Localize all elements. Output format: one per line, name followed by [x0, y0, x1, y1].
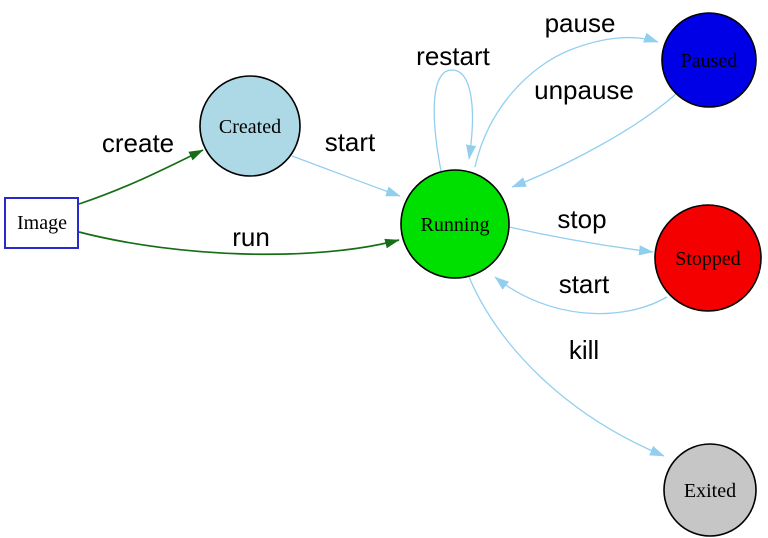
- node-paused: Paused: [661, 12, 757, 108]
- stopped-label: Stopped: [675, 248, 741, 270]
- edge-unpause: [511, 93, 677, 188]
- edge-pause: [474, 32, 659, 168]
- edge-restart-self-loop: [433, 69, 477, 172]
- edge-label-run: run: [232, 222, 270, 252]
- running-circle: [400, 169, 510, 279]
- image-label: Image: [17, 212, 67, 234]
- edge-kill: [468, 276, 665, 457]
- edge-label-start-bottom: start: [559, 269, 610, 299]
- edge-label-create: create: [102, 128, 174, 158]
- edge-label-restart: restart: [416, 41, 490, 71]
- edge-label-stop: stop: [557, 204, 606, 234]
- stopped-circle: [654, 204, 762, 312]
- edge-stop: [508, 226, 654, 256]
- running-label: Running: [421, 214, 490, 236]
- edge-label-kill: kill: [569, 335, 599, 365]
- paused-circle: [661, 12, 757, 108]
- exited-circle: [663, 443, 757, 537]
- node-exited: Exited: [663, 443, 757, 537]
- edge-label-start-top: start: [325, 127, 376, 157]
- created-circle: [199, 75, 301, 177]
- node-stopped: Stopped: [654, 204, 762, 312]
- image-box: [4, 197, 79, 249]
- edge-run: [78, 231, 400, 256]
- edge-create: [78, 149, 204, 205]
- node-image: Image: [4, 197, 79, 249]
- edge-label-unpause: unpause: [534, 75, 634, 105]
- paused-label: Paused: [681, 50, 738, 72]
- created-label: Created: [219, 116, 281, 138]
- node-running: Running: [400, 169, 510, 279]
- edge-start-stopped-running: [494, 276, 668, 315]
- edge-label-pause: pause: [545, 8, 616, 38]
- node-created: Created: [199, 75, 301, 177]
- edge-start-created-running: [291, 155, 401, 197]
- exited-label: Exited: [684, 480, 736, 502]
